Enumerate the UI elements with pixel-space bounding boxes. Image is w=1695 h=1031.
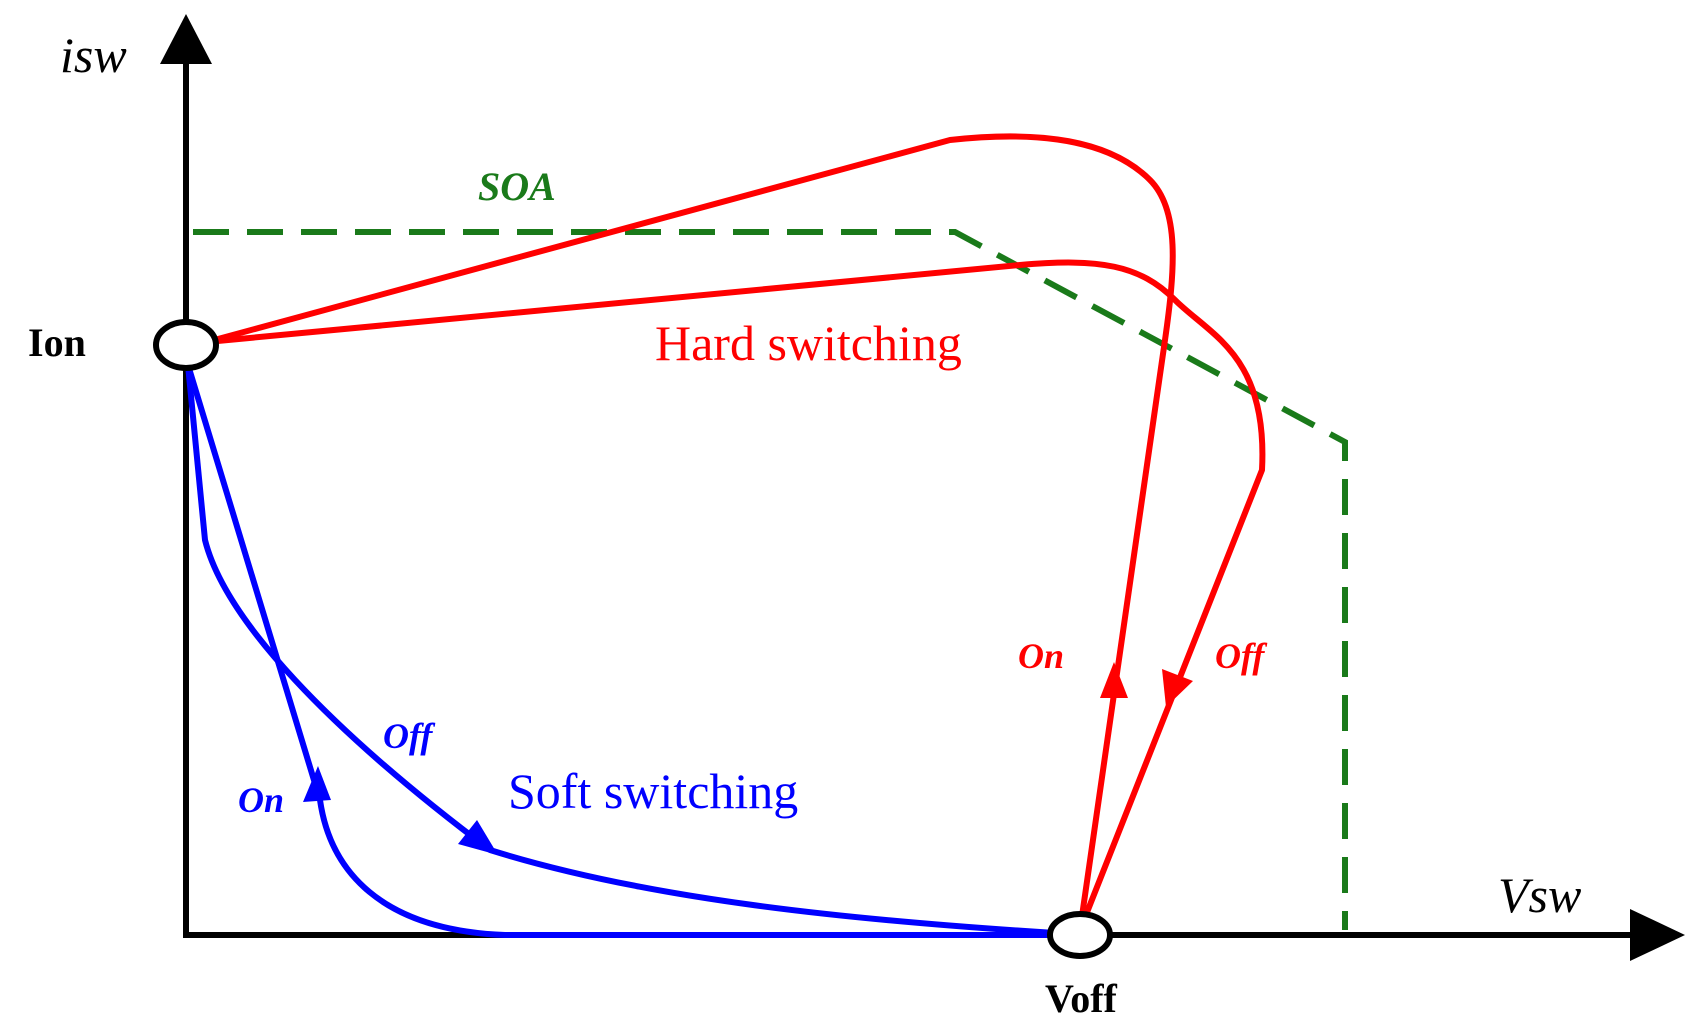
hard-switching-trajectory xyxy=(206,133,1266,932)
soft-switching-on-path xyxy=(185,364,1055,938)
soft-off-label: Off xyxy=(383,716,435,756)
x-axis-arrow xyxy=(1630,909,1685,961)
soft-switching-off-path xyxy=(185,364,1056,936)
ion-label: Ion xyxy=(28,320,86,365)
hard-switching-label: Hard switching xyxy=(655,315,962,371)
y-axis-arrow xyxy=(160,14,212,64)
ion-point-marker xyxy=(153,319,219,371)
soft-on-arrow xyxy=(303,766,331,802)
hard-switching-outer-loop xyxy=(206,133,1176,931)
soa-label: SOA xyxy=(478,164,556,209)
hard-on-label: On xyxy=(1018,636,1064,676)
soft-switching-label: Soft switching xyxy=(508,763,798,819)
x-axis-label: Vsw xyxy=(1498,867,1581,923)
hard-off-arrow xyxy=(1162,669,1193,707)
soa-boundary xyxy=(193,229,1348,930)
voff-label: Voff xyxy=(1045,976,1118,1021)
voff-point-marker xyxy=(1047,911,1113,959)
soft-off-arrow xyxy=(458,820,498,855)
y-axis-label: isw xyxy=(60,27,127,83)
hard-switching-inner-loop xyxy=(206,259,1266,932)
hard-off-label: Off xyxy=(1215,636,1267,676)
hard-on-arrow xyxy=(1100,662,1128,698)
soft-on-label: On xyxy=(238,780,284,820)
soft-switching-trajectory xyxy=(185,364,1056,938)
